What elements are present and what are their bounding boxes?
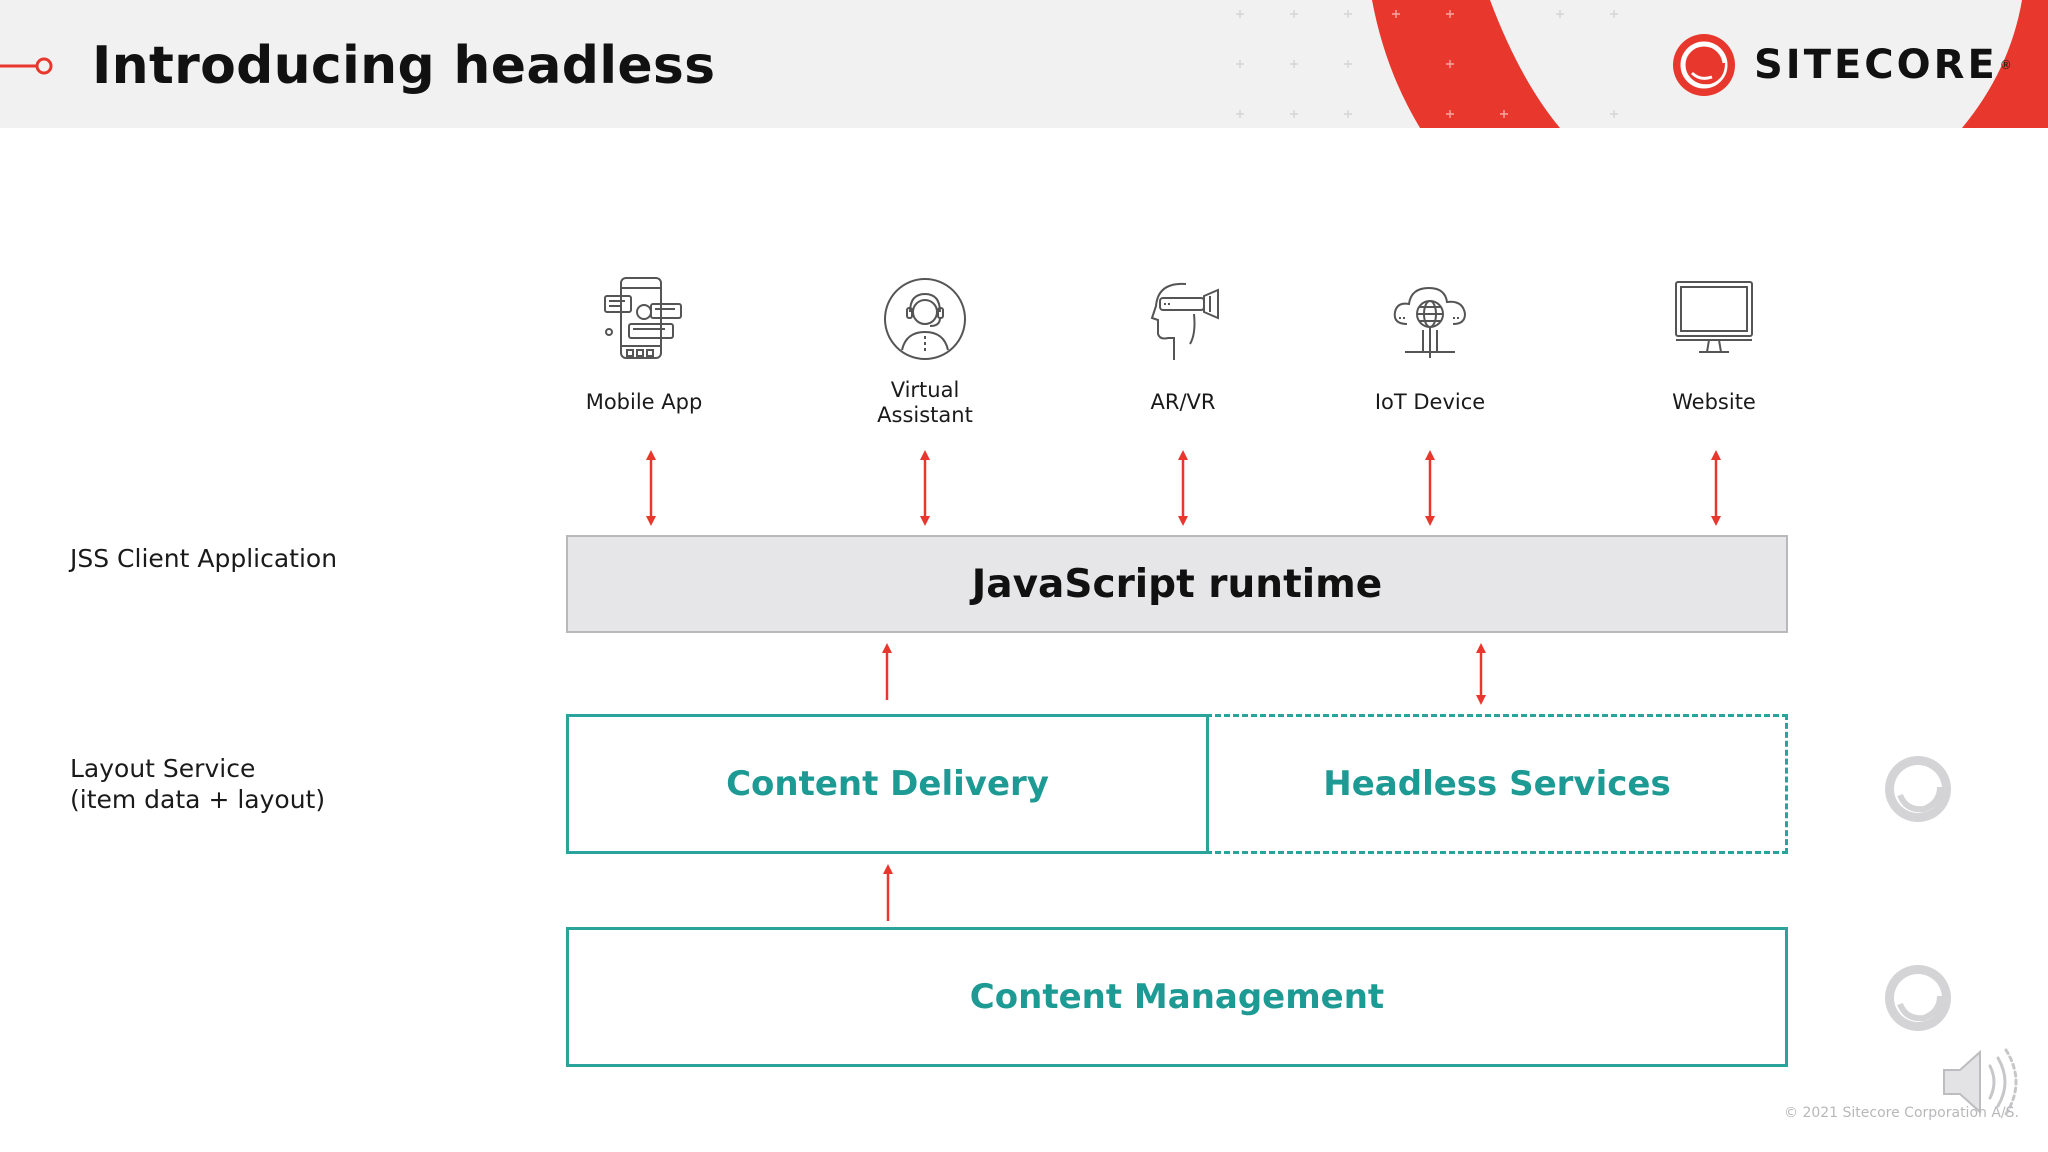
iot-cloud-icon — [1393, 286, 1467, 358]
sitecore-mark-icon — [1673, 34, 1735, 96]
device-label: Website — [1672, 390, 1756, 414]
device-iot: IoT Device — [1330, 274, 1530, 414]
device-label: Mobile App — [585, 390, 703, 414]
speaker-icon[interactable] — [1940, 1042, 2024, 1122]
layout-service-label: Layout Service (item data + layout) — [70, 753, 325, 815]
layout-service-subtitle: (item data + layout) — [70, 785, 326, 814]
layout-service-title: Layout Service — [70, 754, 256, 783]
device-mobile-app: Mobile App — [544, 274, 744, 414]
device-website: Website — [1614, 274, 1814, 414]
content-delivery-label: Content Delivery — [726, 764, 1049, 804]
runtime-label: JavaScript runtime — [971, 561, 1383, 607]
sitecore-logo: SITECORE® — [1670, 30, 2012, 100]
content-management-box: Content Management — [566, 927, 1788, 1067]
header-decoration — [0, 0, 2048, 128]
client-app-label: JSS Client Application — [70, 544, 338, 573]
copyright-notice: © 2021 Sitecore Corporation A/S. — [1784, 1105, 2019, 1121]
mobile-app-icon — [604, 277, 682, 359]
ar-vr-headset-icon — [1150, 282, 1219, 360]
monitor-icon — [1675, 281, 1753, 353]
page-title: Introducing headless — [92, 36, 716, 96]
virtual-assistant-icon — [884, 278, 966, 360]
sitecore-gray-mark-icon — [1885, 965, 1951, 1031]
device-virtual-assistant: Virtual Assistant — [825, 274, 1025, 427]
headless-services-box: Headless Services — [1206, 714, 1788, 854]
device-label-line: Virtual — [890, 378, 960, 402]
device-ar-vr: AR/VR — [1083, 274, 1283, 414]
device-label: IoT Device — [1374, 390, 1486, 414]
content-management-label: Content Management — [969, 977, 1385, 1017]
device-label: Virtual Assistant — [825, 378, 1025, 428]
content-delivery-box: Content Delivery — [566, 714, 1209, 854]
javascript-runtime-box: JavaScript runtime — [566, 535, 1788, 633]
header-bar: Introducing headless SITECORE® — [0, 0, 2048, 128]
device-label-line: Assistant — [877, 403, 973, 427]
sitecore-gray-mark-icon — [1885, 756, 1951, 822]
brand-registered-mark: ® — [1999, 58, 2012, 72]
headless-services-label: Headless Services — [1323, 764, 1671, 804]
brand-name: SITECORE — [1754, 42, 1998, 88]
device-label: AR/VR — [1150, 390, 1216, 414]
